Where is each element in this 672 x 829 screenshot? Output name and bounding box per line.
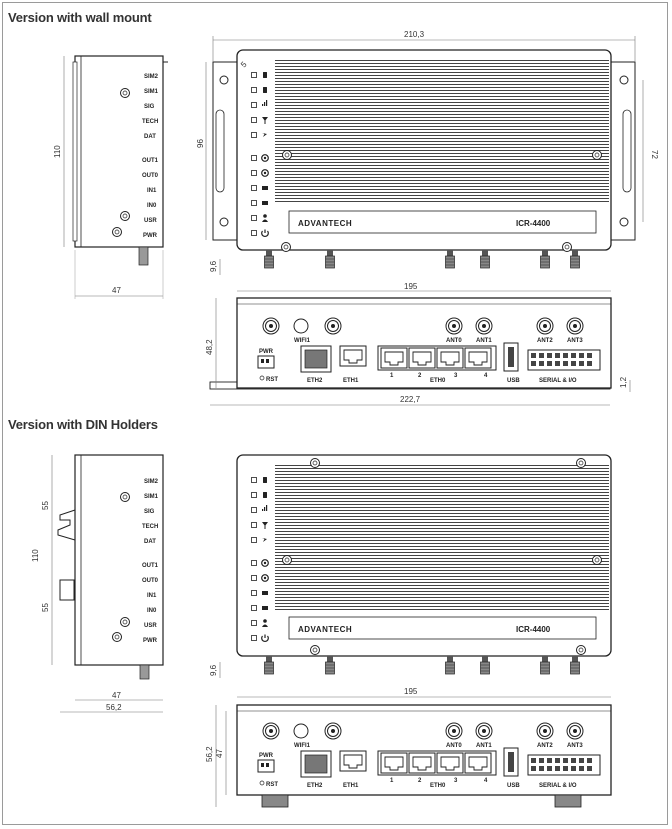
led-label: USR — [144, 218, 157, 224]
port-label: 1 — [390, 373, 394, 379]
dim-din-side-depth: 47 — [112, 691, 121, 700]
led-label: SIM2 — [144, 74, 159, 80]
port-label: PWR — [259, 349, 274, 355]
dim-din-front-width: 195 — [404, 687, 418, 696]
dim-din-front-h2: 47 — [215, 749, 224, 758]
dim-bottom-height: 9,6 — [209, 260, 218, 272]
din-model-label: ICR-4400 — [516, 625, 551, 634]
dim-din-side-h1: 55 — [41, 501, 50, 510]
din-top-view — [236, 454, 612, 657]
led-label: DAT — [144, 539, 156, 545]
dim-base-width: 222,7 — [400, 395, 421, 404]
led-label: PWR — [143, 638, 158, 644]
dim-front-height: 48,2 — [205, 339, 214, 355]
port-label: RST — [266, 782, 278, 788]
port-label: SERIAL & I/O — [539, 378, 577, 384]
port-label: ANT1 — [476, 743, 492, 749]
dim-side-height: 110 — [53, 145, 62, 158]
port-label: USB — [507, 783, 520, 789]
din-top-connectors — [264, 655, 580, 675]
led-label: SIM1 — [144, 494, 159, 500]
port-label: USB — [507, 378, 520, 384]
port-label: 4 — [484, 778, 488, 784]
led-label: OUT1 — [142, 158, 159, 164]
dim-din-side-depth2: 56,2 — [106, 703, 122, 712]
dim-din-side-total: 110 — [31, 549, 40, 562]
din-front-port-labels: WIFI1 ANT0 ANT1 ANT2 ANT3 PWR RST ETH2 E… — [259, 743, 583, 789]
din-brand-logo: ADVANTECH — [298, 625, 352, 634]
port-label: 2 — [418, 778, 422, 784]
led-label: IN0 — [147, 608, 157, 614]
led-label: SIM2 — [144, 479, 159, 485]
port-label: ANT0 — [446, 743, 462, 749]
din-side-led-labels: SIM2 SIM1 SIG TECH DAT OUT1 OUT0 IN1 IN0… — [142, 479, 159, 644]
din-side-view — [51, 454, 164, 713]
dim-side-depth: 47 — [112, 286, 121, 295]
led-label: PWR — [143, 233, 158, 239]
port-label: ETH2 — [307, 378, 323, 384]
port-label: ANT2 — [537, 743, 553, 749]
din-front-view — [236, 704, 612, 808]
led-label: SIG — [144, 104, 155, 110]
port-label: ANT1 — [476, 338, 492, 344]
dim-foot-height: 1,2 — [619, 376, 628, 388]
dim-hole-diameter: 5 — [239, 60, 249, 70]
port-label: 3 — [454, 778, 458, 784]
port-label: ETH0 — [430, 378, 446, 384]
led-label: IN1 — [147, 593, 157, 599]
brand-logo: ADVANTECH — [298, 219, 352, 228]
port-label: ANT2 — [537, 338, 553, 344]
model-label: ICR-4400 — [516, 219, 551, 228]
led-label: SIG — [144, 509, 155, 515]
section-title-din-holders: Version with DIN Holders — [8, 417, 158, 432]
port-label: ANT3 — [567, 338, 583, 344]
port-label: SERIAL & I/O — [539, 783, 577, 789]
led-label: OUT0 — [142, 173, 159, 179]
led-label: OUT1 — [142, 563, 159, 569]
dim-din-side-h2: 55 — [41, 603, 50, 612]
port-label: ETH1 — [343, 378, 359, 384]
led-label: DAT — [144, 134, 156, 140]
dim-height-left: 96 — [196, 139, 205, 148]
port-label: 4 — [484, 373, 488, 379]
port-label: ANT0 — [446, 338, 462, 344]
dim-width-total: 210,3 — [404, 30, 425, 39]
section-title-wall-mount: Version with wall mount — [8, 10, 152, 25]
wall-front-port-labels: WIFI1 ANT0 ANT1 ANT2 ANT3 PWR RST ETH2 E… — [259, 338, 583, 384]
port-label: RST — [266, 377, 278, 383]
port-label: 3 — [454, 373, 458, 379]
wall-top-connectors — [264, 249, 580, 269]
led-label: TECH — [142, 119, 158, 125]
port-label: ETH2 — [307, 783, 323, 789]
led-label: SIM1 — [144, 89, 159, 95]
dim-din-bottom-height: 9,6 — [209, 664, 218, 676]
wall-side-led-labels: SIM2 SIM1 SIG TECH DAT OUT1 OUT0 IN1 IN0… — [142, 74, 159, 239]
port-label: 1 — [390, 778, 394, 784]
port-label: ETH0 — [430, 783, 446, 789]
dim-height-right: 72 — [650, 150, 659, 159]
led-label: TECH — [142, 524, 158, 530]
port-label: ANT3 — [567, 743, 583, 749]
led-label: USR — [144, 623, 157, 629]
dim-front-width: 195 — [404, 282, 418, 291]
led-label: IN1 — [147, 188, 157, 194]
port-label: 2 — [418, 373, 422, 379]
port-label: WIFI1 — [294, 338, 311, 344]
dim-din-front-h1: 56,2 — [205, 746, 214, 762]
port-label: WIFI1 — [294, 743, 311, 749]
led-label: OUT0 — [142, 578, 159, 584]
wall-top-view — [212, 49, 636, 252]
wall-side-view — [63, 55, 168, 299]
led-label: IN0 — [147, 203, 157, 209]
port-label: ETH1 — [343, 783, 359, 789]
port-label: PWR — [259, 753, 274, 759]
wall-front-view — [209, 297, 612, 390]
